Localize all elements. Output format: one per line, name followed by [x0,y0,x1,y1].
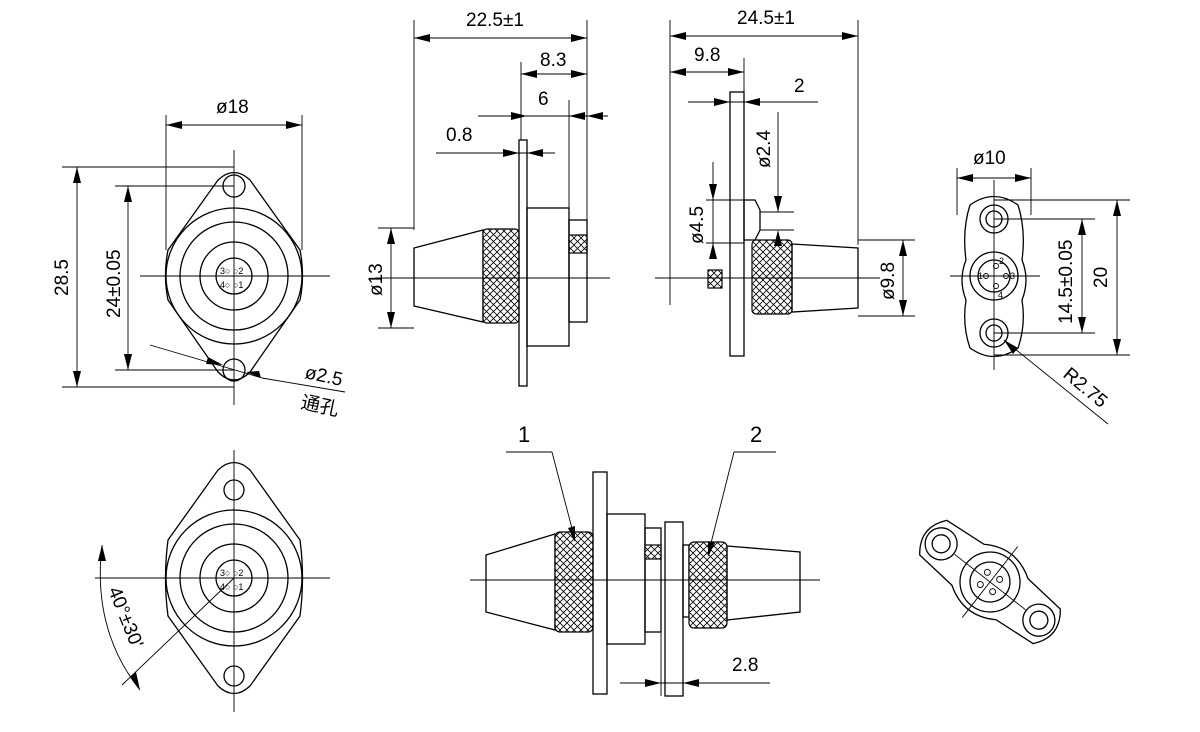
dim-phi9-8: ø9.8 [878,262,899,300]
assembly-collar [682,544,690,618]
rear-shell [568,219,588,323]
mated-assembly: 1 2 2.8 [470,422,820,697]
pin-face-row-b: 4○ ○1 [220,280,243,290]
knurled-nut [482,228,520,324]
assembly-flange-1 [592,471,608,695]
pin-label-4: 4 [998,290,1003,300]
body-block [526,207,570,347]
assembly-thread [644,544,662,560]
dim-24-5: 24.5±1 [737,8,795,29]
flange-plate [518,139,528,387]
plug-front-view: 1 2 3 4 ø10 14.5±0.05 20 R2.75 [950,148,1130,425]
assembly-nut-1 [554,531,594,633]
pin-face-row-a-b: 3○ ○2 [220,568,243,578]
iso-hole-right [1029,610,1049,630]
plug-collar [743,199,761,241]
thread-stub [568,234,588,254]
dim-6: 6 [538,89,549,110]
iso-hole-left-outer [924,527,958,561]
isometric-view [919,519,1061,645]
dim-phi2-4: ø2.4 [754,130,775,168]
plug-pin [707,269,723,289]
iso-hole-left [931,534,951,554]
assembly-left-cone [485,533,556,631]
iso-hole-right-outer [1022,603,1056,637]
dim-9-8: 9.8 [694,45,720,66]
dim-2: 2 [794,76,805,97]
side-view-plug: 24.5±1 9.8 2 ø2.4 ø4.5 ø9.8 [655,8,915,357]
pin-face-row-a: 3○ ○2 [220,266,243,276]
assembly-right-cone [726,545,801,621]
cone-body [413,229,484,323]
dim-2-8: 2.8 [732,655,758,676]
dim-phi4-5: ø4.5 [687,206,708,244]
assembly-body [606,513,646,645]
dim-phi18: ø18 [216,97,249,118]
dim-20: 20 [1091,267,1112,288]
dim-22-5: 22.5±1 [466,10,524,31]
assembly-flange-2 [664,521,684,697]
side-view-receptacle: 22.5±1 8.3 6 0.8 ø13 [366,10,610,387]
callout-part-2: 2 [750,422,762,447]
pin-label-2: 2 [999,256,1004,266]
dim-phi10: ø10 [973,148,1006,169]
dim-0-8: 0.8 [446,125,472,146]
dim-8-3: 8.3 [540,50,566,71]
dim-24: 24±0.05 [104,249,125,318]
dim-angle: 40°±30' [103,584,146,651]
iso-flange [919,519,1061,645]
pin-face-row-b-b: 4○ ○1 [220,582,243,592]
front-view-bottom: 3○ ○2 4○ ○1 40°±30' [95,450,330,712]
flange-outline-b [164,461,304,695]
dim-28-5: 28.5 [52,259,73,296]
note-through-hole: 通孔 [299,391,341,420]
dim-phi13: ø13 [366,263,387,296]
front-view-top: 3○ ○2 4○ ○1 ø18 28.5 24±0.05 ø2.5 通孔 [52,97,346,421]
plug-cone [791,243,859,313]
plug-knurled-nut [751,239,793,315]
plug-flange [729,91,745,357]
dim-14-5: 14.5±0.05 [1056,240,1077,324]
dim-phi2-5: ø2.5 [303,362,345,390]
callout-part-1: 1 [518,422,530,447]
